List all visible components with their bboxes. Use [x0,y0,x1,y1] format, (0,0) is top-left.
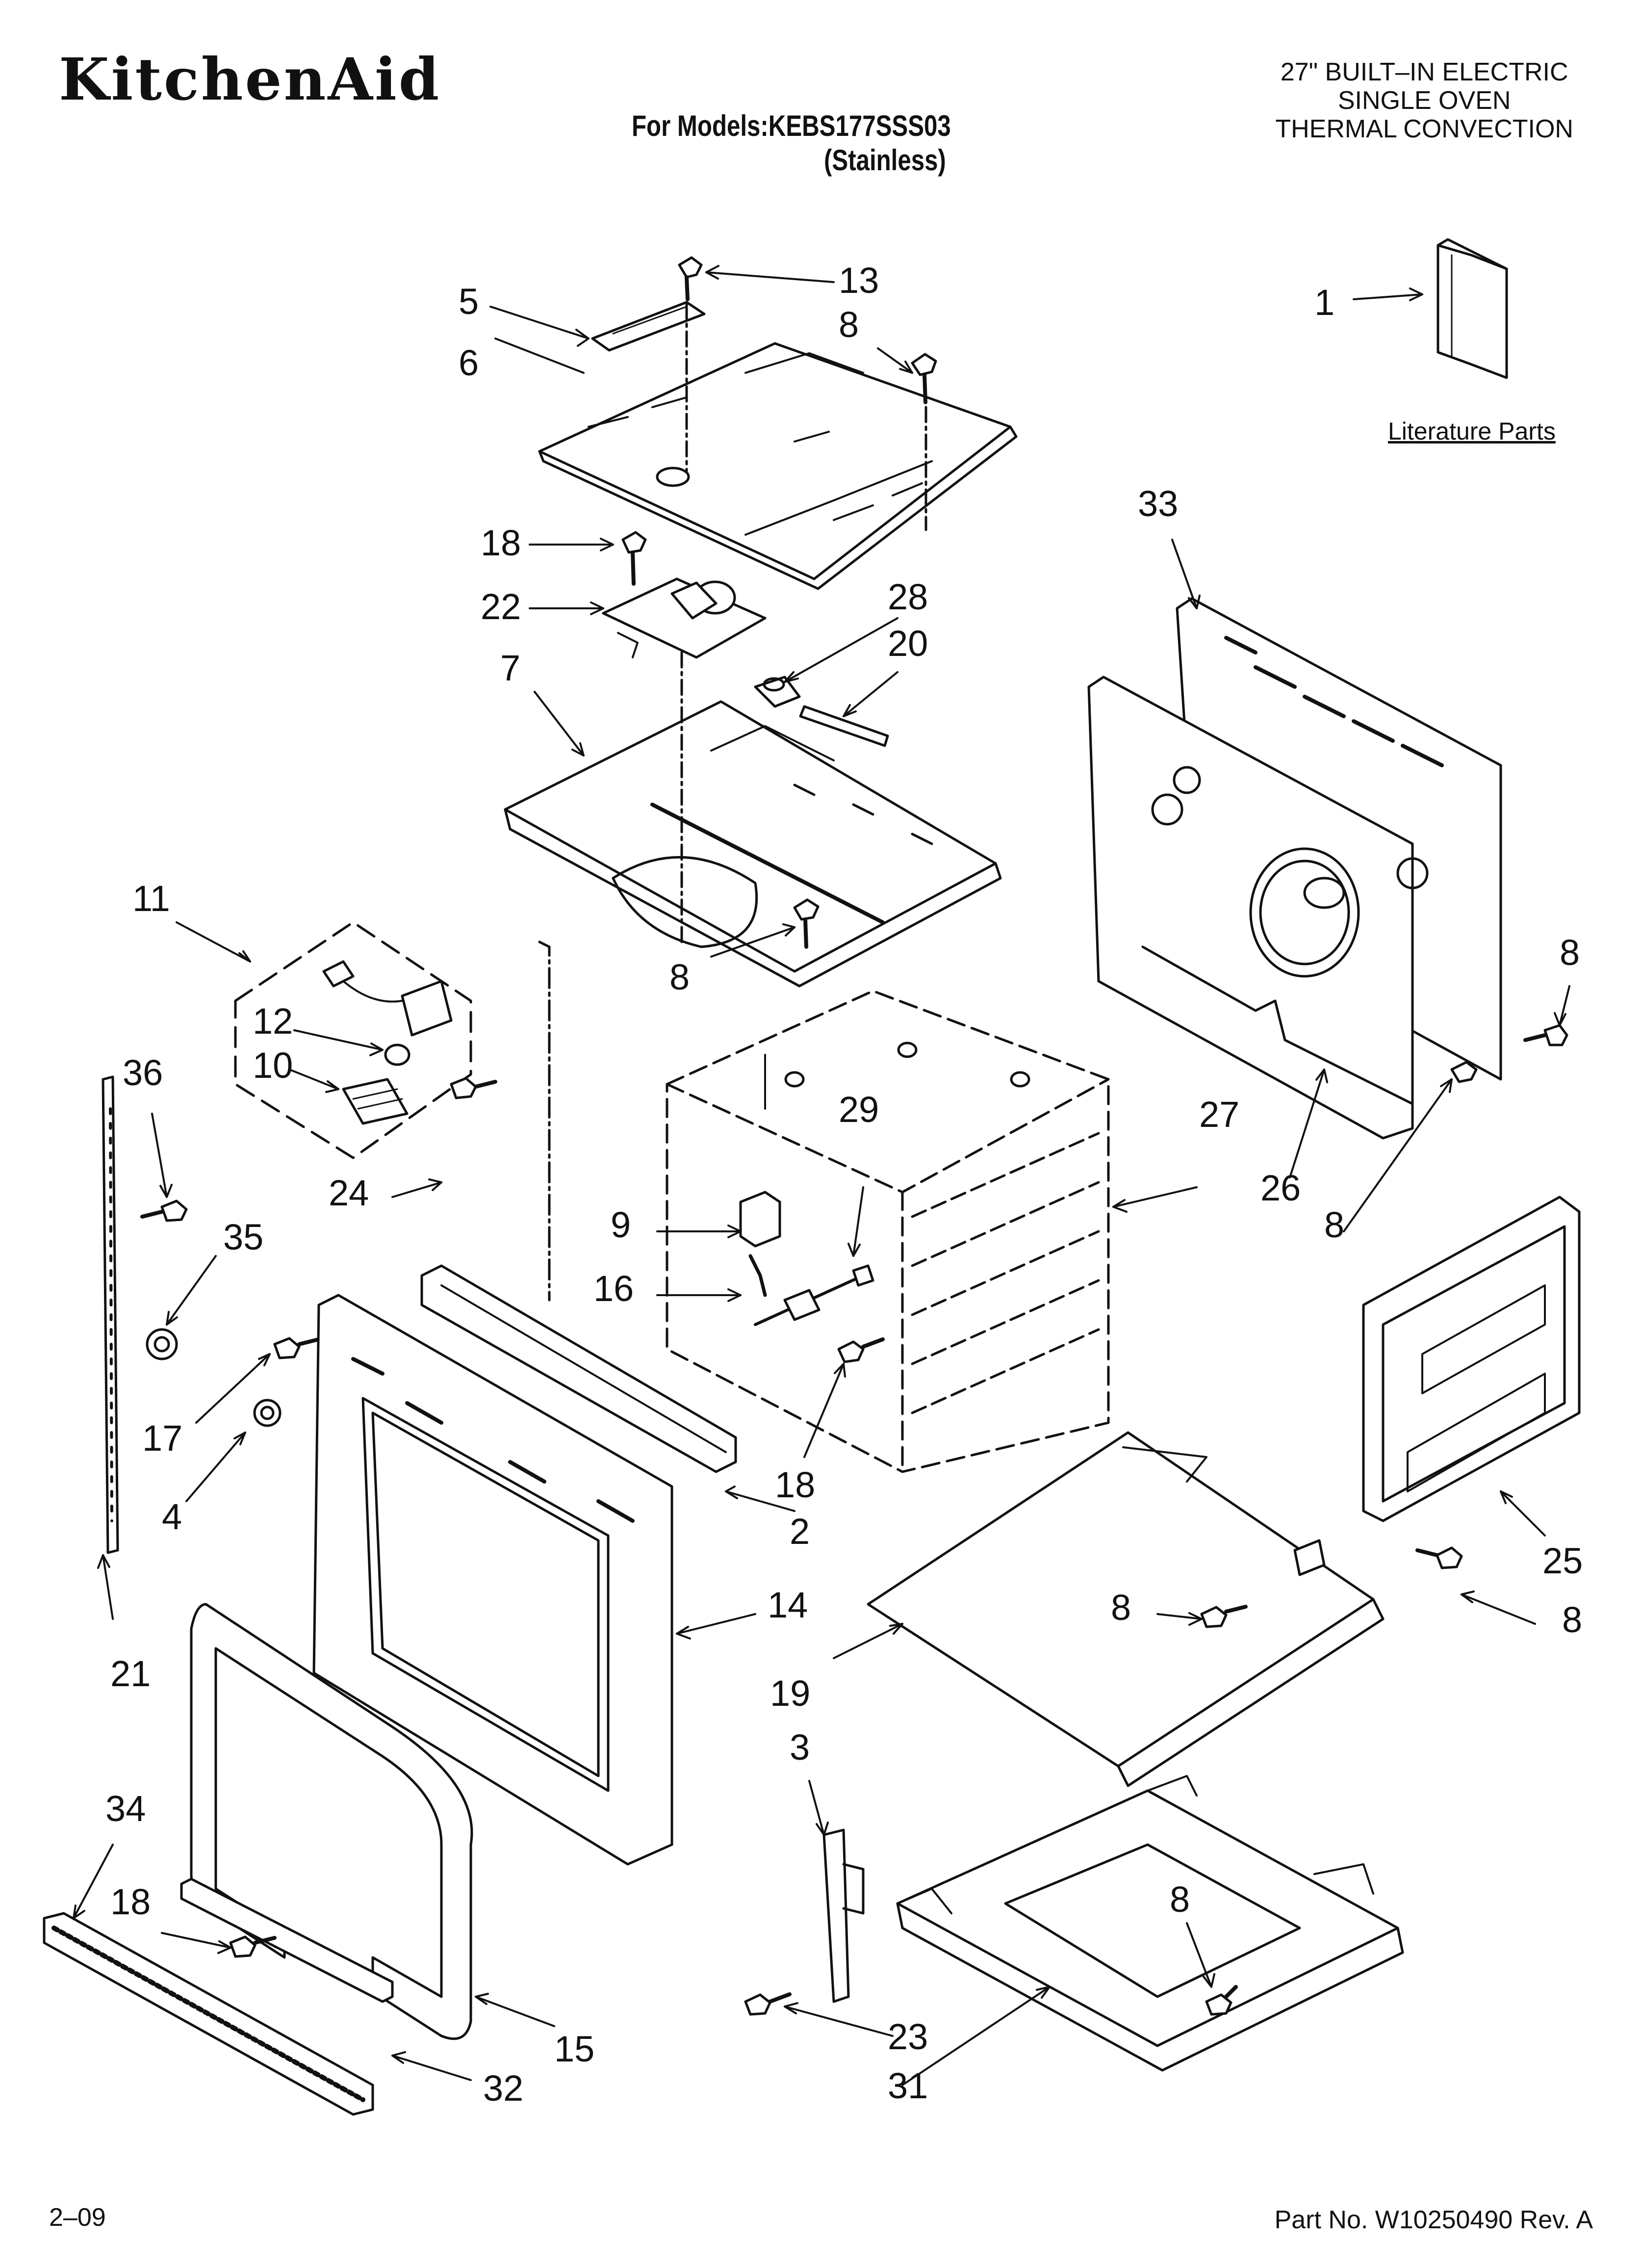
front-frame [312,1294,673,1866]
callout-16: 16 [593,1268,634,1309]
callout-26: 26 [1260,1168,1301,1208]
callout-18-cavity: 18 [775,1464,816,1505]
screw-top [678,256,703,472]
screw-18-bottom [229,1935,277,1958]
cavity-element-bake [739,1042,1030,1326]
callout-8-shield: 8 [1111,1587,1131,1628]
oven-cavity-rails [911,1132,1100,1414]
screw-18-cavity [837,1337,885,1363]
grommet-35 [146,1328,178,1360]
screw-8-top [911,353,937,531]
callout-22: 22 [481,586,521,627]
callout-8-side: 8 [1562,1599,1583,1640]
callout-1: 1 [1314,282,1335,323]
revision-date: 2–09 [49,2203,106,2232]
callout-6: 6 [459,342,479,383]
callout-13: 13 [839,260,879,301]
callout-8-top: 8 [839,304,859,345]
callout-27: 27 [1199,1094,1240,1135]
product-description: 27" BUILT–IN ELECTRIC SINGLE OVEN THERMA… [1275,58,1573,143]
left-side-rail [102,1075,119,1554]
leader-arrows [73,265,1570,2086]
callout-25: 25 [1542,1540,1583,1581]
vent-bracket [591,301,706,352]
callout-18-bottom: 18 [110,1881,151,1922]
callout-8-rear: 8 [1324,1204,1345,1245]
vent-strip [799,705,889,747]
callout-18-motor: 18 [481,522,521,563]
callout-8-tray: 8 [669,957,690,997]
callout-7: 7 [500,648,521,688]
front-top-trim [420,1264,737,1473]
bottom-front-trim [43,1912,374,2116]
callout-14: 14 [768,1585,808,1625]
callout-36: 36 [123,1052,163,1093]
brand-logo: KitchenAid [59,45,441,113]
callout-31: 31 [888,2065,928,2106]
bottom-pan [896,1775,1404,2072]
screw-8-tray [793,898,820,949]
screw-8-rear [1450,1024,1568,1083]
callout-33: 33 [1138,483,1179,524]
top-cover-panel [538,342,1018,590]
light-assembly-group [234,921,551,1302]
callout-35: 35 [223,1217,264,1257]
screw-23 [744,1992,792,2016]
screw-36 [140,1199,188,1222]
oven-top-tray [504,651,1002,988]
product-line-2: SINGLE OVEN [1337,86,1511,115]
models-line: For Models:KEBS177SSS03 [632,109,951,142]
callout-5: 5 [459,281,479,322]
callout-29: 29 [839,1089,879,1130]
product-line-3: THERMAL CONVECTION [1275,115,1573,143]
part-number: Part No. W10250490 Rev. A [1274,2206,1593,2234]
literature-book [1437,238,1508,379]
bottom-shield [867,1431,1385,1787]
screw-8-shield [1200,1605,1248,1628]
screw-8-side [1415,1546,1463,1569]
callout-3: 3 [790,1727,810,1768]
bumper-4 [253,1399,282,1427]
callout-32: 32 [483,2068,524,2109]
callout-8-rear-right: 8 [1560,932,1580,973]
callout-15: 15 [554,2029,595,2069]
callout-2: 2 [790,1511,810,1552]
screw-8-pan [1205,1985,1238,2016]
callout-12: 12 [253,1001,293,1042]
screw-24 [450,1077,497,1099]
callout-4: 4 [162,1496,182,1537]
finish-label: (Stainless) [824,144,946,177]
oven-cavity [666,990,1110,1473]
rear-panel-inner [1087,676,1429,1140]
callout-21: 21 [110,1653,151,1694]
callout-9: 9 [611,1204,631,1245]
thermostat [754,676,801,708]
callout-10: 10 [253,1045,293,1086]
callout-24: 24 [329,1173,369,1213]
callout-20: 20 [888,623,928,664]
callout-28: 28 [888,576,928,617]
screw-17 [273,1337,321,1359]
side-bracket [822,1828,865,2003]
callout-23: 23 [888,2016,928,2057]
callout-8-pan: 8 [1170,1879,1190,1920]
literature-parts-label: Literature Parts [1388,417,1556,445]
callout-19: 19 [770,1673,811,1714]
callout-11: 11 [132,878,170,919]
product-line-1: 27" BUILT–IN ELECTRIC [1280,58,1568,86]
callout-34: 34 [105,1788,146,1829]
right-side-panel [1362,1196,1581,1522]
callout-17: 17 [142,1418,183,1459]
vent-bracket-32 [180,1877,394,2003]
motor-assembly [602,531,767,659]
